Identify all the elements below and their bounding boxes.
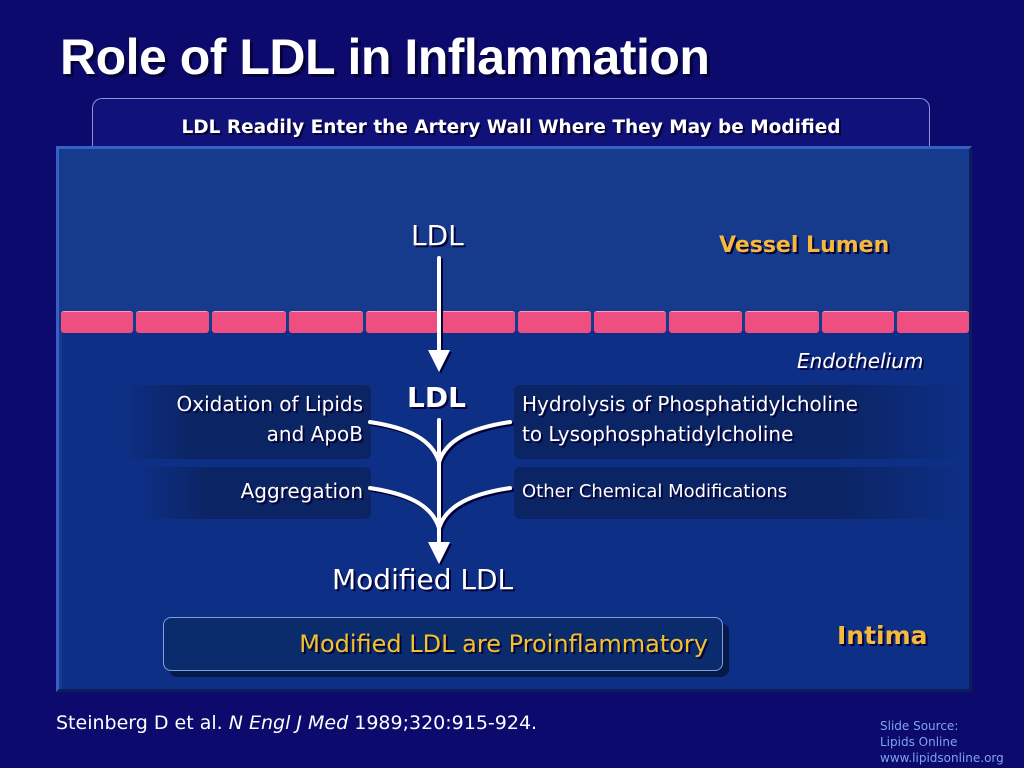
- ldl-intima-label: LDL: [407, 381, 466, 414]
- endothelial-cell: [441, 311, 515, 333]
- citation: Steinberg D et al. N Engl J Med 1989;320…: [56, 712, 537, 734]
- modified-ldl-label: Modified LDL: [332, 563, 514, 596]
- slide-title: Role of LDL in Inflammation: [60, 29, 710, 85]
- endothelial-cell: [136, 311, 209, 333]
- endothelial-cell: [669, 311, 742, 333]
- oxidation-box: Oxidation of Lipids and ApoB: [119, 385, 371, 459]
- entry-arrowhead: [428, 350, 450, 372]
- hydrolysis-box: Hydrolysis of Phosphatidylcholine to Lys…: [514, 385, 969, 459]
- other-modifications-label: Other Chemical Modifications: [522, 481, 788, 502]
- aggregation-label: Aggregation: [240, 479, 363, 503]
- endothelium-label: Endothelium: [797, 349, 924, 373]
- curve-oxidation: [368, 420, 441, 464]
- source-url: www.lipidsonline.org: [880, 751, 1004, 765]
- oxidation-label-line2: and ApoB: [266, 422, 363, 446]
- source-line-2: Lipids Online: [880, 735, 958, 749]
- diagram-panel: LDL Vessel Lumen Endothelium Oxidation o…: [56, 146, 972, 692]
- endothelial-cell: [822, 311, 894, 333]
- other-modifications-box: Other Chemical Modifications: [514, 467, 969, 519]
- vessel-lumen-label: Vessel Lumen: [719, 233, 890, 258]
- section-tab-header: LDL Readily Enter the Artery Wall Where …: [92, 98, 930, 148]
- hydrolysis-label-line1: Hydrolysis of Phosphatidylcholine: [522, 392, 858, 416]
- main-arrowhead: [428, 542, 450, 564]
- oxidation-label-line1: Oxidation of Lipids: [176, 392, 363, 416]
- ldl-lumen-label: LDL: [411, 219, 464, 252]
- endothelial-cell: [745, 311, 819, 333]
- endothelial-cell: [594, 311, 666, 333]
- endothelial-cell: [61, 311, 133, 333]
- intima-label: Intima: [837, 621, 928, 650]
- endothelial-cell: [897, 311, 969, 333]
- citation-authors: Steinberg D et al.: [56, 712, 223, 734]
- endothelial-cell: [289, 311, 363, 333]
- aggregation-box: Aggregation: [139, 467, 371, 519]
- endothelial-cell: [366, 311, 438, 333]
- citation-journal: N Engl J Med: [228, 712, 349, 734]
- citation-reference: 1989;320:915-924.: [354, 712, 538, 734]
- source-line-1: Slide Source:: [880, 719, 959, 733]
- curve-hydrolysis: [437, 420, 512, 464]
- curve-other-modifications: [437, 486, 512, 530]
- endothelial-cell: [518, 311, 591, 333]
- conclusion-box: Modified LDL are Proinflammatory: [163, 617, 723, 671]
- slide-source: Slide Source: Lipids Online www.lipidson…: [880, 718, 1004, 766]
- curve-aggregation: [368, 486, 441, 530]
- hydrolysis-label-line2: to Lysophosphatidylcholine: [522, 422, 794, 446]
- endothelial-cell: [212, 311, 286, 333]
